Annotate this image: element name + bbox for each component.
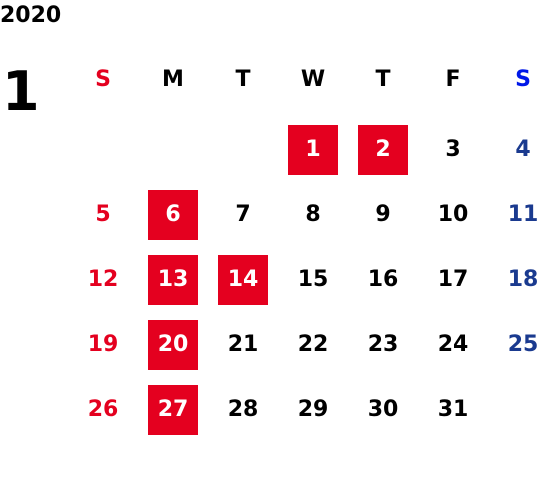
day-cell-highlighted: 20 — [148, 320, 198, 370]
day-cell: 3 — [445, 137, 461, 162]
day-cell: 29 — [297, 397, 329, 422]
day-cell: 21 — [227, 332, 259, 357]
day-cell: 7 — [235, 202, 251, 227]
day-cell: 26 — [87, 397, 119, 422]
weekday-header-sunday: S — [95, 67, 111, 92]
day-cell: 5 — [95, 202, 111, 227]
day-cell: 11 — [507, 202, 539, 227]
weekday-header-tuesday: T — [235, 67, 251, 92]
day-cell: 8 — [305, 202, 321, 227]
day-cell: 22 — [297, 332, 329, 357]
day-cell-highlighted: 1 — [288, 125, 338, 175]
day-cell-highlighted: 2 — [358, 125, 408, 175]
day-cell: 9 — [375, 202, 391, 227]
weekday-header-friday: F — [445, 67, 461, 92]
day-cell: 4 — [515, 137, 531, 162]
month-number: 1 — [2, 60, 40, 123]
year-label: 2020 — [0, 3, 62, 28]
day-cell: 31 — [437, 397, 469, 422]
day-cell: 16 — [367, 267, 399, 292]
day-cell: 25 — [507, 332, 539, 357]
day-cell: 24 — [437, 332, 469, 357]
day-cell-highlighted: 27 — [148, 385, 198, 435]
weekday-header-monday: M — [162, 67, 184, 92]
day-cell: 12 — [87, 267, 119, 292]
day-cell: 30 — [367, 397, 399, 422]
day-cell: 10 — [437, 202, 469, 227]
day-cell: 17 — [437, 267, 469, 292]
weekday-header-saturday: S — [515, 67, 531, 92]
day-cell-highlighted: 13 — [148, 255, 198, 305]
day-cell-highlighted: 6 — [148, 190, 198, 240]
day-cell: 28 — [227, 397, 259, 422]
day-cell: 18 — [507, 267, 539, 292]
day-cell: 15 — [297, 267, 329, 292]
day-cell-highlighted: 14 — [218, 255, 268, 305]
day-cell: 19 — [87, 332, 119, 357]
weekday-header-wednesday: W — [300, 67, 326, 92]
weekday-header-thursday: T — [375, 67, 391, 92]
day-cell: 23 — [367, 332, 399, 357]
